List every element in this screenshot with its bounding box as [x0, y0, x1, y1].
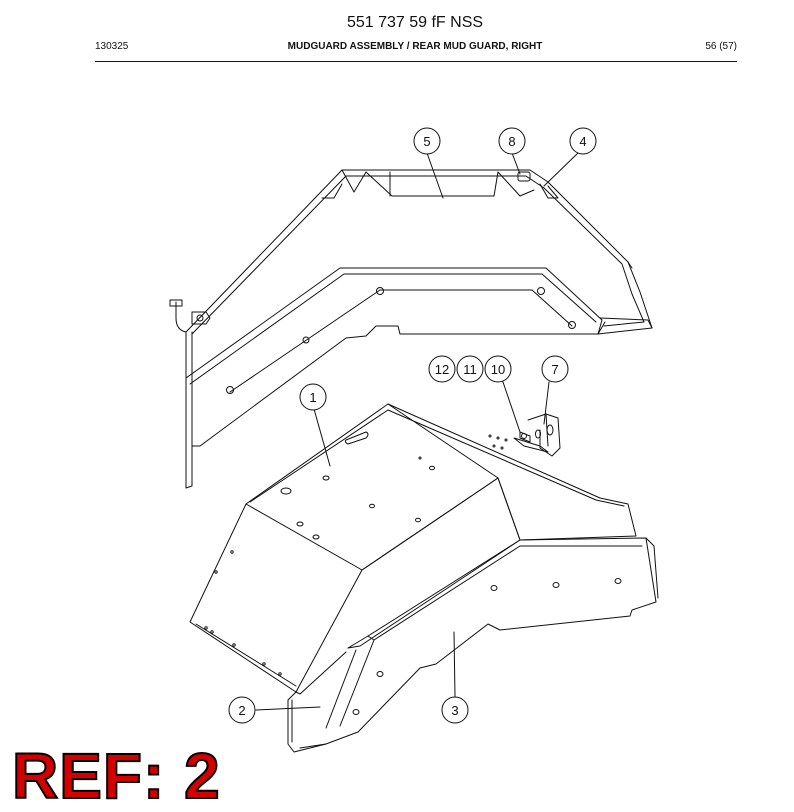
leader-lines	[255, 152, 579, 711]
upper-bracket-assembly	[169, 169, 653, 489]
callout-7-label: 7	[551, 362, 558, 377]
ref-label: REF: 2	[11, 740, 221, 812]
callout-4[interactable]: 4	[569, 127, 597, 155]
mudguard-side-rail	[299, 537, 659, 749]
callout-10[interactable]: 10	[484, 355, 512, 383]
callout-8[interactable]: 8	[498, 127, 526, 155]
callout-11[interactable]: 11	[456, 355, 484, 383]
callout-5-label: 5	[423, 134, 430, 149]
mudguard-main-panel	[189, 403, 637, 695]
callout-10-label: 10	[491, 362, 505, 377]
callout-5[interactable]: 5	[413, 127, 441, 155]
callout-1[interactable]: 1	[299, 383, 327, 411]
callout-2[interactable]: 2	[228, 696, 256, 724]
header-rule	[95, 61, 737, 62]
document-code: 130325	[95, 41, 129, 52]
document-number: 551 737 59 fF NSS	[346, 14, 484, 31]
callout-3-label: 3	[451, 703, 458, 718]
callout-11-label: 11	[463, 362, 477, 377]
callouts: 5 8 4 12 11 10 7 1	[228, 127, 597, 724]
mounting-bracket	[513, 413, 561, 457]
callout-7[interactable]: 7	[541, 355, 569, 383]
callout-12-label: 12	[435, 362, 449, 377]
callout-1-label: 1	[309, 390, 316, 405]
page-number: 56 (57)	[705, 41, 737, 52]
callout-12[interactable]: 12	[428, 355, 456, 383]
callout-3[interactable]: 3	[441, 696, 469, 724]
callout-8-label: 8	[508, 134, 515, 149]
callout-2-label: 2	[238, 703, 245, 718]
page-title: MUDGUARD ASSEMBLY / REAR MUD GUARD, RIGH…	[287, 41, 543, 52]
callout-4-label: 4	[579, 134, 586, 149]
mud-flap-front	[287, 691, 327, 753]
